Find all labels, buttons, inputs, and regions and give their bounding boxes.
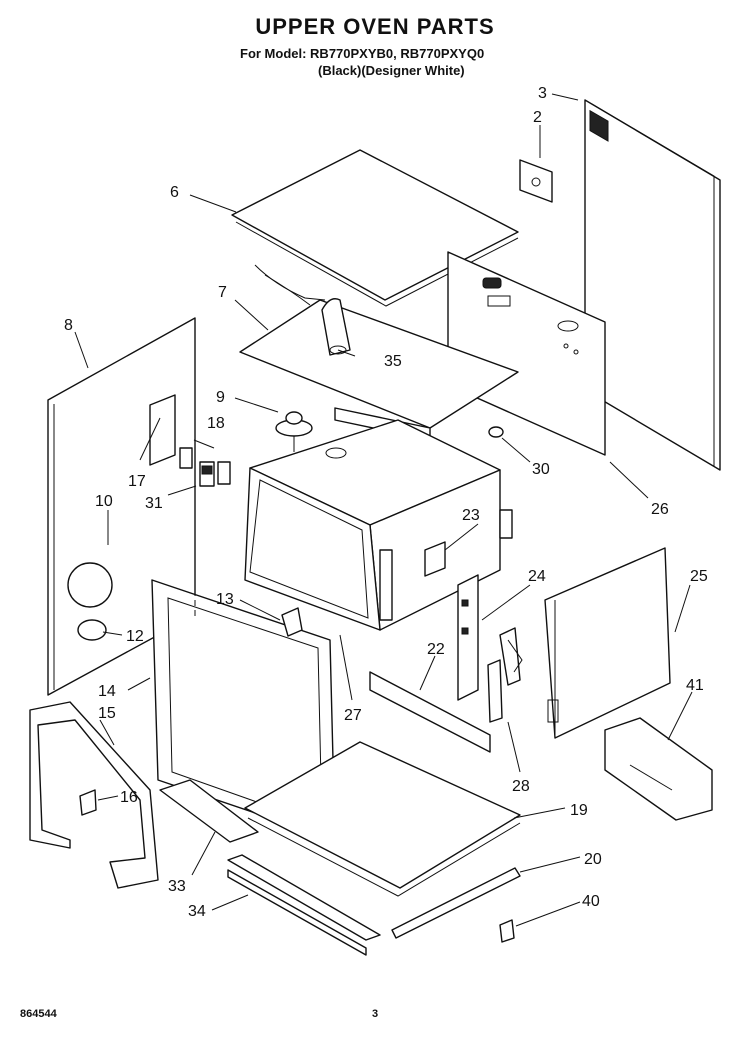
part-16-clip xyxy=(79,789,97,816)
part-28-hinge xyxy=(487,627,523,723)
callout-9: 9 xyxy=(216,389,225,406)
callout-labels: 2 3 6 7 8 9 10 12 13 14 15 16 17 18 19 2… xyxy=(64,85,708,920)
part-20-lower-rail xyxy=(391,867,521,939)
part-31-switch xyxy=(199,461,215,487)
callout-16: 16 xyxy=(120,789,138,806)
callout-17: 17 xyxy=(128,473,146,490)
part-17-bracket xyxy=(149,394,176,466)
callout-30: 30 xyxy=(532,461,550,478)
part-22-rail xyxy=(369,671,491,753)
part-15-door-gasket xyxy=(29,701,159,889)
callout-7: 7 xyxy=(218,284,227,301)
part-6-top-panel xyxy=(231,149,519,307)
part-18-switch xyxy=(179,447,231,485)
page-number: 3 xyxy=(372,1008,379,1020)
part-24-latch-plate xyxy=(457,574,479,701)
part-19-bottom-panel xyxy=(244,741,521,897)
callout-23: 23 xyxy=(462,507,480,524)
part-33-trim xyxy=(159,779,259,843)
callout-27: 27 xyxy=(344,707,362,724)
part-2-bracket xyxy=(519,159,553,203)
part-23-bracket xyxy=(424,541,446,577)
callout-2: 2 xyxy=(533,109,542,126)
callout-40: 40 xyxy=(582,893,600,910)
callout-35: 35 xyxy=(384,353,402,370)
callout-6: 6 xyxy=(170,184,179,201)
part-26-rear-panel xyxy=(447,251,606,456)
callout-33: 33 xyxy=(168,878,186,895)
callout-12: 12 xyxy=(126,628,144,645)
callout-3: 3 xyxy=(538,85,547,102)
callout-10: 10 xyxy=(95,493,113,510)
part-25-side-shield xyxy=(544,547,671,739)
callout-25: 25 xyxy=(690,568,708,585)
callout-34: 34 xyxy=(188,903,206,920)
callout-13: 13 xyxy=(216,591,234,608)
callout-22: 22 xyxy=(427,641,445,658)
part-40-clip xyxy=(499,919,515,943)
part-34-lower-trim xyxy=(227,854,381,956)
page-title: UPPER OVEN PARTS xyxy=(255,14,495,39)
part-3-side-panel xyxy=(584,99,721,471)
callout-24: 24 xyxy=(528,568,546,585)
variant-line: (Black)(Designer White) xyxy=(318,63,465,78)
part-13-clip xyxy=(281,607,303,637)
callout-18: 18 xyxy=(207,415,225,432)
callout-15: 15 xyxy=(98,705,116,722)
part-41-bracket xyxy=(604,717,713,821)
model-line: For Model: RB770PXYB0, RB770PXYQ0 xyxy=(240,46,485,61)
doc-number: 864544 xyxy=(20,1008,57,1020)
callout-31: 31 xyxy=(145,495,163,512)
callout-14: 14 xyxy=(98,683,116,700)
callout-26: 26 xyxy=(651,501,669,518)
leader-lines xyxy=(74,93,693,927)
part-30-grommet xyxy=(488,426,504,438)
callout-28: 28 xyxy=(512,778,530,795)
callout-8: 8 xyxy=(64,317,73,334)
part-9-thermostat xyxy=(275,411,313,452)
callout-41: 41 xyxy=(686,677,704,694)
callout-19: 19 xyxy=(570,802,588,819)
callout-20: 20 xyxy=(584,851,602,868)
